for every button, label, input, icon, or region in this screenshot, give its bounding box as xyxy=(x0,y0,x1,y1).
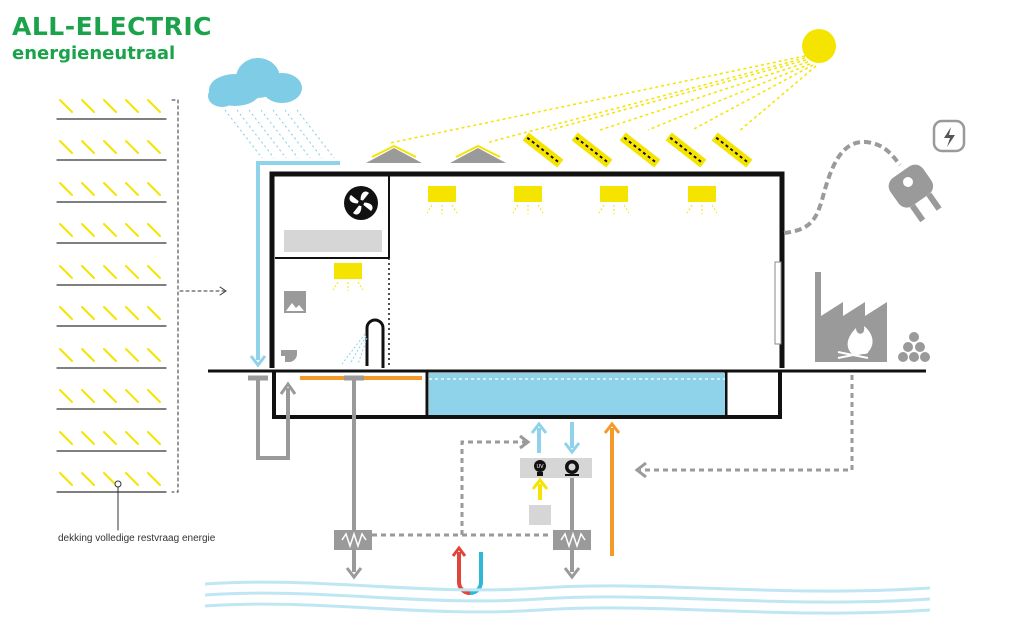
roof-skylights xyxy=(366,144,506,163)
wood-pile-icon xyxy=(898,332,930,362)
pool-heat-line xyxy=(460,440,526,535)
title-main: ALL-ELECTRIC xyxy=(12,12,212,41)
rainwater-storage-loop xyxy=(248,375,297,460)
power-plug-icon xyxy=(783,139,942,235)
fan-icon xyxy=(344,186,378,220)
shower-icon xyxy=(341,318,385,368)
heat-pump-left xyxy=(334,375,372,580)
sun-icon xyxy=(802,29,836,63)
title-sub: energieneutraal xyxy=(12,43,176,64)
heat-pump-right xyxy=(553,478,591,580)
solar-field xyxy=(56,99,227,531)
toilet-icon xyxy=(281,350,297,362)
diagram-title: ALL-ELECTRIC energieneutraal xyxy=(12,14,212,63)
roof-solar-panels xyxy=(522,132,753,168)
pump-icon xyxy=(565,460,579,476)
pool-treatment: UV xyxy=(520,421,592,525)
svg-text:UV: UV xyxy=(536,464,544,470)
building xyxy=(208,171,926,419)
sun-rays xyxy=(389,55,817,144)
district-heat-line xyxy=(640,375,854,472)
solar-field-caption: dekking volledige restvraag energie xyxy=(58,533,216,544)
ventilation-unit xyxy=(284,230,382,252)
rain-cloud-icon xyxy=(208,58,335,159)
uv-lamp-icon: UV xyxy=(534,460,546,476)
ceiling-lights xyxy=(332,186,718,291)
lightning-icon xyxy=(932,119,966,153)
rainwater-pipe xyxy=(249,161,340,368)
heat-supply xyxy=(603,421,621,556)
district-heat-arrow xyxy=(634,461,647,479)
geothermal-loop xyxy=(451,545,483,595)
heat-exchanger-icon xyxy=(553,530,591,550)
picture-icon xyxy=(284,291,306,313)
heat-exchanger-icon xyxy=(334,530,372,550)
groundwater-waves xyxy=(204,580,931,615)
factory-fire-icon xyxy=(815,272,887,362)
